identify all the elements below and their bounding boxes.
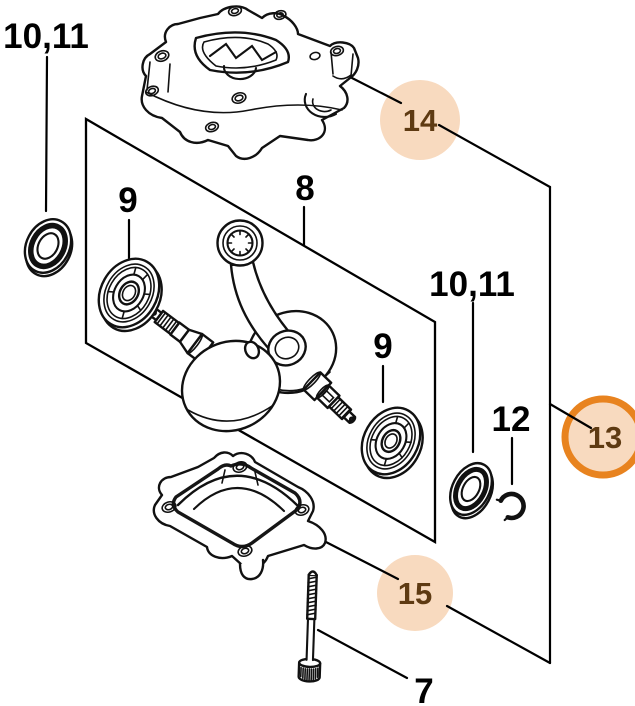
- thread-ticks: [156, 311, 178, 334]
- crank-web-hole: [243, 340, 261, 360]
- crankshaft-left-stub: [149, 307, 215, 363]
- leader-15-in: [322, 539, 400, 581]
- crankcase-upper-half: [140, 5, 360, 160]
- callout-circle-13: [561, 395, 635, 479]
- ball-ticks: [370, 415, 412, 467]
- spline-ticks: [226, 229, 254, 257]
- callout-13: 13: [588, 420, 622, 455]
- crankcase-upper-outline: [140, 5, 360, 160]
- screw-shank: [305, 617, 316, 662]
- seal-band: [28, 222, 68, 270]
- crankcase-assembly-lines: [322, 76, 593, 665]
- inner-parallelogram: [84, 117, 437, 544]
- rod-big-end-bore: [274, 336, 300, 360]
- label-seal-left: 10,11: [3, 17, 89, 56]
- label-bearing-right: 9: [373, 327, 392, 366]
- screw-threads: [306, 576, 318, 616]
- leader-14-out: [437, 123, 552, 189]
- callout-15: 15: [398, 576, 432, 611]
- label-screw: 7: [414, 672, 433, 706]
- crankshaft-right-stub: [302, 371, 357, 424]
- seal-left: [23, 218, 74, 278]
- callout-circle-15: [377, 555, 453, 631]
- circlip: [495, 491, 526, 522]
- crankcase-boss-edges: [146, 51, 354, 93]
- saddle-inner: [192, 487, 286, 513]
- callout-numbers: 14 15 13: [398, 103, 622, 611]
- crank-web-front-edge: [187, 405, 273, 422]
- crankshaft-assembly: [149, 219, 357, 433]
- screw-tip: [307, 570, 318, 577]
- callout-circle-14: [380, 80, 460, 160]
- screw: [297, 570, 322, 683]
- crankshaft-assembly-box: [84, 117, 437, 544]
- leader-13: [548, 402, 593, 430]
- saddle-hatch: [221, 469, 259, 486]
- crankcase-halfbore-outer: [303, 92, 338, 118]
- bearing-left: [97, 257, 163, 333]
- crankcase-lower-half: [152, 451, 327, 581]
- keyway-flat: [321, 389, 335, 404]
- leader-14-in: [350, 76, 403, 105]
- seal-band: [453, 466, 489, 512]
- callout-circles: [377, 80, 635, 631]
- label-crankshaft: 8: [295, 169, 314, 208]
- label-circlip: 12: [492, 400, 531, 439]
- rod-small-end: [216, 219, 264, 267]
- seal-right: [448, 462, 495, 520]
- crankcase-upper-opening-inner: [201, 36, 278, 69]
- crankcase-saddle-zigzag: [208, 42, 278, 62]
- part-leader-lines: [44, 55, 514, 680]
- part-labels: 10,11 9 8 9 10,11 12 7: [3, 17, 530, 706]
- leader-seal-left: [44, 55, 49, 213]
- crankcase-saddle-arc: [222, 64, 258, 81]
- crankcase-lower-bolt-holes: [161, 460, 310, 558]
- crankcase-halfbore-inner: [311, 98, 332, 113]
- thread-ticks: [330, 398, 352, 420]
- label-seal-right: 10,11: [429, 265, 515, 304]
- label-bearing-left: 9: [118, 181, 137, 220]
- callout-14: 14: [403, 103, 438, 138]
- ball-ticks: [107, 266, 151, 320]
- crankcase-upper-bolt-holes: [144, 5, 345, 133]
- crankcase-lower-foot: [238, 558, 265, 581]
- crank-web-front: [180, 339, 282, 433]
- leader-screw: [316, 628, 409, 680]
- bearing-right: [360, 406, 424, 480]
- leader-15-out: [445, 604, 552, 665]
- crankcase-flange-edge: [145, 91, 343, 114]
- head-knurl: [299, 666, 319, 682]
